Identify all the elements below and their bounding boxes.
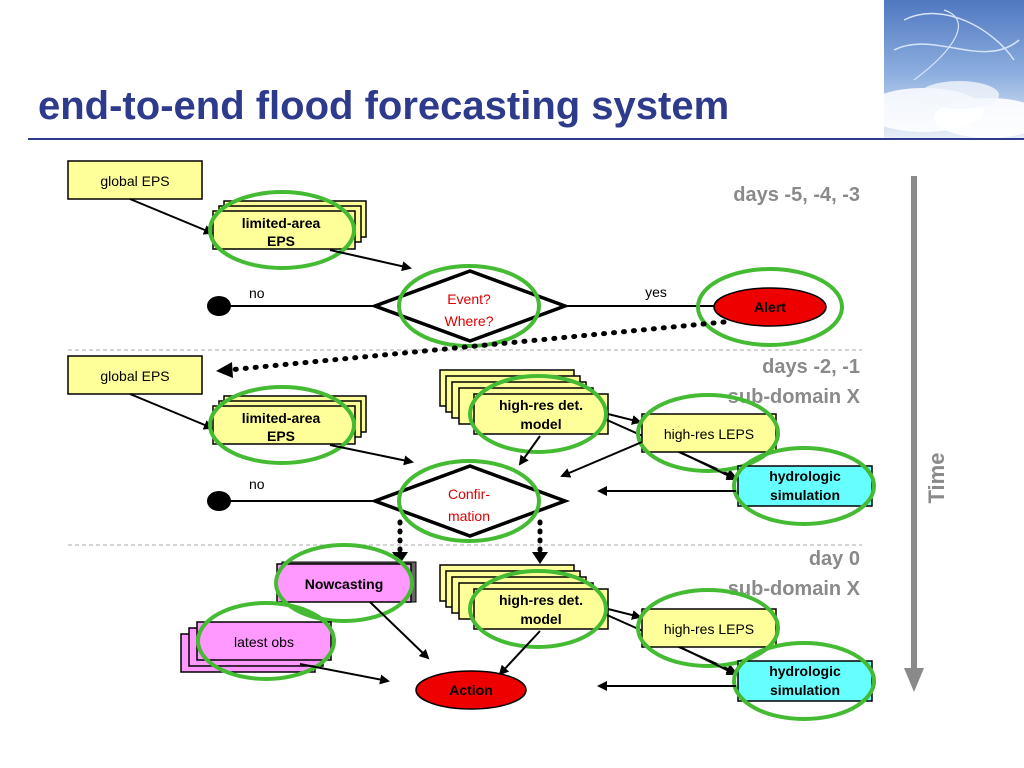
highlight-circle bbox=[397, 264, 541, 348]
high-res-det-model-stack-2[interactable]: high-res det. model bbox=[439, 369, 609, 435]
high-res-det-label-2: model bbox=[520, 611, 561, 627]
hydrologic-label-2: simulation bbox=[770, 487, 840, 503]
no-label-2: no bbox=[249, 476, 265, 492]
high-res-leps-box-3[interactable]: high-res LEPS bbox=[641, 608, 777, 648]
phase-2-line1: days -2, -1 bbox=[762, 356, 860, 378]
high-res-det-label-2: model bbox=[520, 416, 561, 432]
phase-label-2: days -2, -1 sub-domain X bbox=[728, 352, 860, 412]
yes-label: yes bbox=[645, 284, 667, 300]
limited-area-eps-label-2: EPS bbox=[267, 233, 295, 249]
high-res-leps-label: high-res LEPS bbox=[664, 621, 754, 637]
title-underline bbox=[28, 138, 1024, 140]
decision-event-where[interactable]: Event? Where? bbox=[369, 269, 571, 343]
limited-area-eps-label-1: limited-area bbox=[242, 410, 321, 426]
high-res-leps-box-2[interactable]: high-res LEPS bbox=[641, 413, 777, 453]
limited-area-eps-label-1: limited-area bbox=[242, 215, 321, 231]
high-res-det-label-1: high-res det. bbox=[499, 592, 583, 608]
hydrologic-label-1: hydrologic bbox=[769, 468, 841, 484]
hydrologic-label-1: hydrologic bbox=[769, 663, 841, 679]
latest-obs-box[interactable]: latest obs bbox=[180, 621, 332, 673]
highlight-circle bbox=[468, 374, 608, 454]
dotted-down-arrowhead bbox=[532, 552, 548, 564]
decision-confirmation[interactable]: Confir- mation bbox=[369, 464, 571, 538]
hydrologic-simulation-box-3[interactable]: hydrologic simulation bbox=[737, 660, 873, 702]
highlight-circle bbox=[636, 588, 780, 668]
highlight-circle bbox=[732, 641, 876, 721]
time-label: Time bbox=[924, 453, 949, 504]
highlight-circle bbox=[196, 601, 336, 681]
phase-3-line2: sub-domain X bbox=[727, 578, 860, 600]
slide-title: end-to-end flood forecasting system bbox=[38, 84, 730, 128]
highlight-circle bbox=[208, 385, 356, 465]
limited-area-eps-label-2: EPS bbox=[267, 428, 295, 444]
hydrologic-simulation-box-2[interactable]: hydrologic simulation bbox=[737, 465, 873, 507]
global-eps-box-2[interactable]: global EPS bbox=[67, 355, 203, 395]
global-eps-label: global EPS bbox=[100, 368, 169, 384]
time-arrow: Time bbox=[904, 176, 949, 692]
action-oval[interactable]: Action bbox=[415, 670, 527, 710]
stage-1: global EPS limited-area EPS no Event? Wh… bbox=[67, 160, 844, 348]
global-eps-label: global EPS bbox=[100, 173, 169, 189]
limited-area-eps-box-1[interactable]: limited-area EPS bbox=[212, 200, 367, 250]
alert-oval[interactable]: Alert bbox=[713, 287, 827, 327]
action-label: Action bbox=[449, 682, 493, 698]
global-eps-box-1[interactable]: global EPS bbox=[67, 160, 203, 200]
phase-label-1: days -5, -4, -3 bbox=[733, 180, 860, 210]
highlight-circle bbox=[274, 543, 414, 623]
phase-label-3: day 0 sub-domain X bbox=[728, 544, 860, 604]
highlight-circle bbox=[397, 459, 541, 543]
nowcasting-label: Nowcasting bbox=[305, 576, 384, 592]
highlight-circle bbox=[208, 190, 356, 270]
sky-clouds-image bbox=[884, 0, 1024, 138]
highlight-circle bbox=[696, 267, 844, 347]
decision-label-1: Confir- bbox=[448, 486, 490, 502]
no-branch-1: no bbox=[207, 285, 380, 316]
stage-3: Nowcasting latest obs high-res det. mode… bbox=[180, 543, 876, 721]
phase-3-line1: day 0 bbox=[808, 548, 860, 570]
latest-obs-label: latest obs bbox=[234, 634, 294, 650]
stage-2: global EPS limited-area EPS high-res det… bbox=[67, 355, 876, 564]
phase-1-line1: days -5, -4, -3 bbox=[733, 184, 860, 206]
high-res-leps-label: high-res LEPS bbox=[664, 426, 754, 442]
decision-label-2: Where? bbox=[444, 313, 493, 329]
alert-label: Alert bbox=[754, 299, 786, 315]
phase-2-line2: sub-domain X bbox=[727, 386, 860, 408]
no-label-1: no bbox=[249, 285, 265, 301]
high-res-det-model-stack-3[interactable]: high-res det. model bbox=[439, 564, 609, 630]
highlight-circle bbox=[732, 446, 876, 526]
hydrologic-label-2: simulation bbox=[770, 682, 840, 698]
highlight-circle bbox=[636, 393, 780, 473]
decision-label-2: mation bbox=[448, 508, 490, 524]
dotted-feedback-arrowhead bbox=[216, 362, 233, 378]
highlight-circle bbox=[468, 569, 608, 649]
no-branch-2: no bbox=[207, 476, 380, 511]
dotted-down-arrowhead bbox=[392, 552, 408, 564]
decision-label-1: Event? bbox=[447, 291, 491, 307]
nowcasting-box[interactable]: Nowcasting bbox=[276, 561, 417, 603]
high-res-det-label-1: high-res det. bbox=[499, 397, 583, 413]
